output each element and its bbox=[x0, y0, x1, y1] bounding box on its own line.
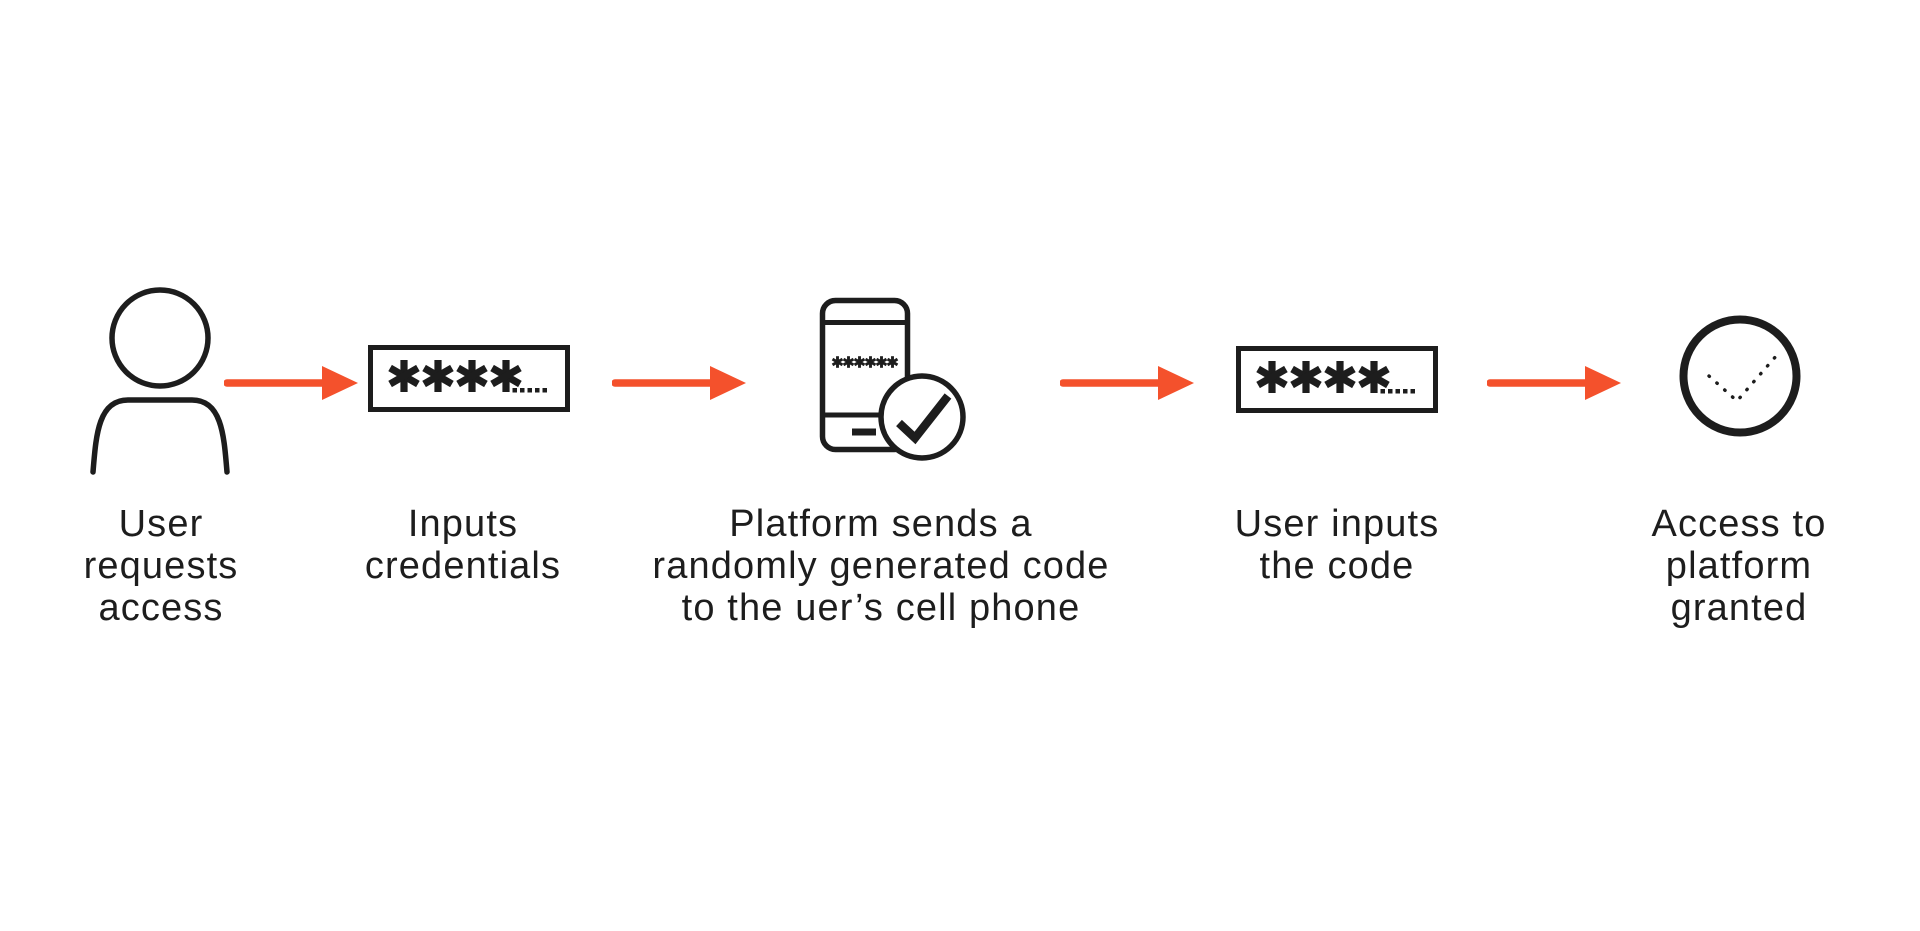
dotted-check-mark-icon bbox=[1707, 353, 1779, 404]
check-circle-icon bbox=[878, 373, 966, 461]
step-label-platform-sends-code: Platform sends a randomly generated code… bbox=[652, 503, 1110, 629]
arrow-right-icon bbox=[612, 366, 746, 400]
phone-code-verified-icon bbox=[819, 297, 966, 461]
step-label-access-granted: Access to platform granted bbox=[1651, 503, 1827, 629]
password-field-icon bbox=[1236, 346, 1438, 413]
step-label-user-requests-access: User requests access bbox=[83, 503, 239, 629]
person-icon bbox=[90, 287, 230, 475]
arrow-right-icon bbox=[224, 366, 358, 400]
check-mark-icon bbox=[896, 393, 952, 445]
arrow-right-icon bbox=[1487, 366, 1621, 400]
masked-password-glyphs bbox=[373, 350, 547, 407]
arrow-right-icon bbox=[1060, 366, 1194, 400]
step-label-user-inputs-code: User inputs the code bbox=[1234, 503, 1440, 587]
step-label-inputs-credentials: Inputs credentials bbox=[364, 503, 562, 587]
masked-password-glyphs bbox=[1241, 351, 1415, 408]
password-field-icon bbox=[368, 345, 570, 412]
dotted-check-circle-icon bbox=[1679, 315, 1801, 437]
